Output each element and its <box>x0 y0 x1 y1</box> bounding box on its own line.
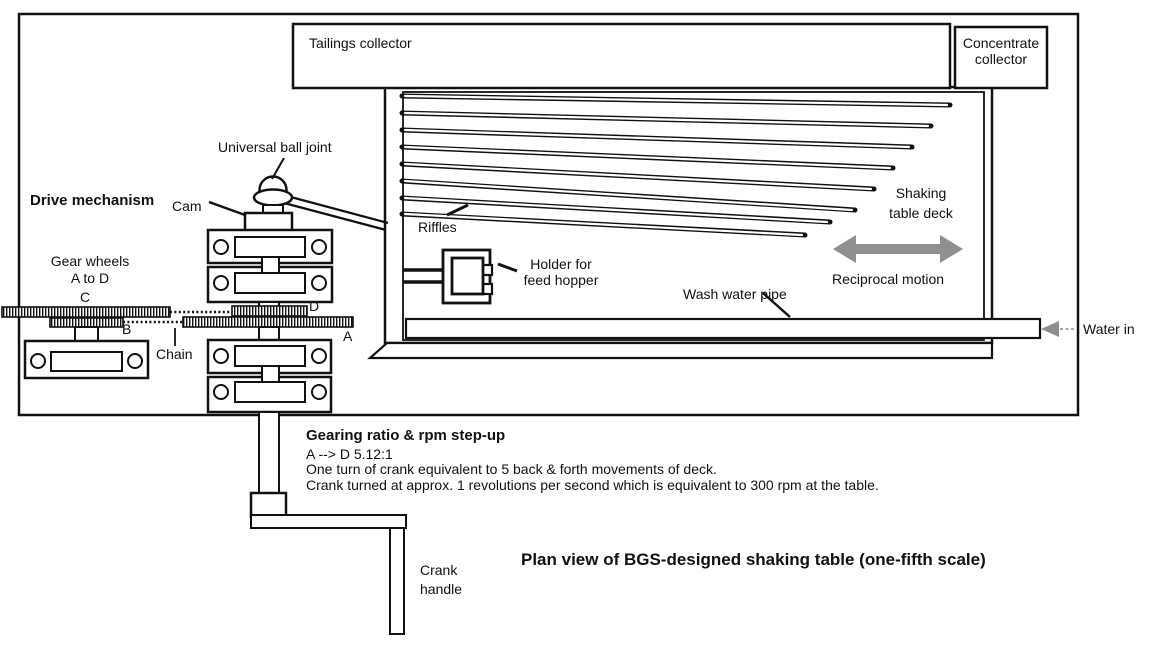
holder-line1: Holder for <box>530 256 592 272</box>
gear-d-label: D <box>309 298 320 314</box>
riffles-lines <box>399 93 953 238</box>
riffles-label: Riffles <box>418 219 457 235</box>
bearing-block-left <box>23 326 150 380</box>
gearing-notes-line1: A --> D 5.12:1 <box>306 445 393 462</box>
gear-wheels-line1: Gear wheels <box>50 253 130 269</box>
diagram-title: Plan view of BGS-designed shaking table … <box>521 550 986 569</box>
riffles-leader <box>446 203 469 217</box>
outer-frame <box>17 12 1080 417</box>
concentrate-collector-line1: Concentrate <box>962 35 1040 51</box>
crank-line2: handle <box>420 581 463 597</box>
shaking-table-deck-label: Shaking table deck <box>880 183 962 223</box>
concentrate-collector-line2: collector <box>974 51 1028 67</box>
feed-hopper-holder-label: Holder for feed hopper <box>515 256 607 288</box>
feed-hopper-holder <box>403 248 494 305</box>
gear-a-label: A <box>343 328 353 344</box>
wash-water-pipe-shape <box>404 317 1042 340</box>
water-in-label: Water in <box>1083 321 1135 337</box>
gearing-notes-line2: One turn of crank equivalent to 5 back &… <box>306 461 717 477</box>
universal-ball-joint-shape <box>252 175 294 215</box>
gear-wheels-line2: A to D <box>70 270 110 286</box>
gear-d-bar <box>231 305 308 317</box>
ball-joint-leader <box>271 157 285 180</box>
crank-arm <box>250 514 407 529</box>
reciprocal-motion-arrow-icon <box>833 235 963 263</box>
crank-handle-shape <box>389 527 405 635</box>
cam-leader <box>208 200 246 217</box>
concentrate-collector-box <box>953 25 1049 90</box>
water-in-arrow-icon <box>1041 321 1076 337</box>
shaking-deck-line1: Shaking <box>895 185 947 201</box>
gear-a-bar <box>182 316 354 328</box>
tailings-collector-label: Tailings collector <box>309 35 412 51</box>
shaking-deck-line2: table deck <box>889 205 953 221</box>
cam-label: Cam <box>172 198 202 214</box>
gear-c-bar <box>1 306 171 318</box>
concentrate-collector-label: Concentrate collector <box>955 35 1047 67</box>
reciprocal-motion-label: Reciprocal motion <box>832 271 945 287</box>
gear-c-label: C <box>80 289 91 305</box>
holder-line2: feed hopper <box>523 272 599 288</box>
chain-label: Chain <box>156 346 193 362</box>
tailings-collector-box <box>291 22 952 90</box>
wash-pipe-leader <box>762 292 791 318</box>
gearing-notes: Gearing ratio & rpm step-up A --> D 5.12… <box>306 428 879 493</box>
gear-wheels-label: Gear wheels A to D <box>40 253 140 287</box>
holder-leader <box>497 262 518 273</box>
bearing-block-upper <box>206 228 334 304</box>
gear-b-bar <box>49 317 124 328</box>
wash-water-pipe-label: Wash water pipe <box>683 286 787 302</box>
bearing-block-lower <box>206 326 333 414</box>
connecting-rod <box>283 194 389 232</box>
crank-shaft <box>249 411 288 519</box>
gearing-notes-line3: Crank turned at approx. 1 revolutions pe… <box>306 476 879 493</box>
leader-lines <box>208 157 791 318</box>
crank-handle-label: Crank handle <box>420 561 462 599</box>
crank-line1: Crank <box>420 562 458 578</box>
gear-b-label: B <box>122 321 132 337</box>
universal-ball-joint-label: Universal ball joint <box>218 139 332 155</box>
deck-perspective-band <box>367 341 994 360</box>
drive-mechanism-label: Drive mechanism <box>30 192 155 209</box>
gearing-notes-heading: Gearing ratio & rpm step-up <box>306 427 506 444</box>
